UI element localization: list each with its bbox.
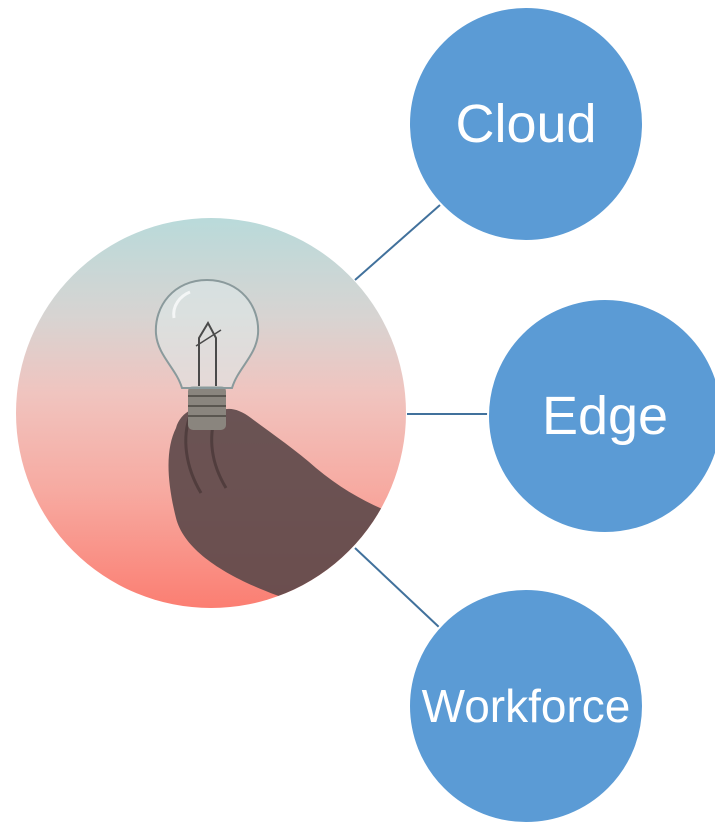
node-cloud-label: Cloud xyxy=(455,94,597,154)
node-edge: Edge xyxy=(487,298,715,534)
node-cloud: Cloud xyxy=(408,6,644,242)
node-workforce-label: Workforce xyxy=(421,680,631,732)
lightbulb-icon xyxy=(154,278,406,608)
connector-to-workforce xyxy=(354,547,441,629)
node-workforce: Workforce xyxy=(408,588,644,824)
node-edge-label: Edge xyxy=(541,386,669,446)
lightbulb-hand-image xyxy=(16,218,406,608)
connector-to-cloud xyxy=(354,204,441,281)
